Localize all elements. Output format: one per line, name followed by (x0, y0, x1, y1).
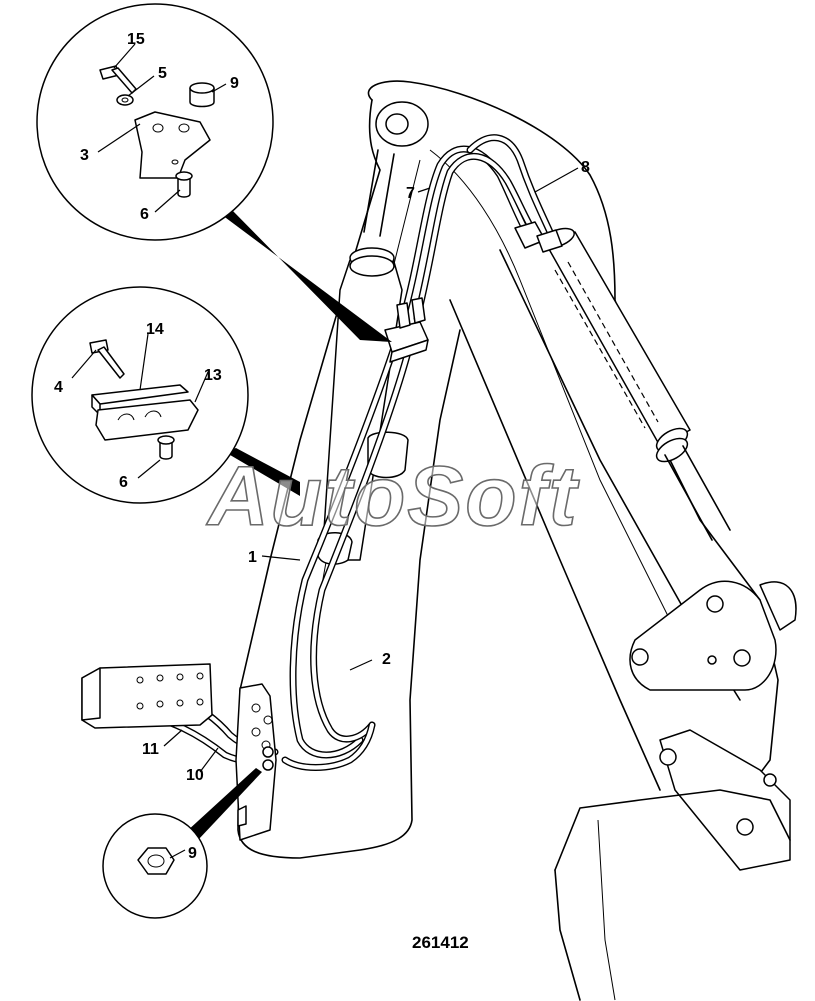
callout-14: 14 (146, 321, 164, 338)
callout-6-middle: 6 (119, 474, 128, 491)
callout-15: 15 (127, 31, 145, 48)
callout-9-bottom: 9 (188, 845, 197, 862)
callout-labels: 1 2 3 4 5 6 6 7 8 9 9 10 11 13 14 15 (54, 31, 590, 862)
callout-7: 7 (406, 185, 415, 202)
callout-8: 8 (581, 159, 590, 176)
callout-4: 4 (54, 379, 63, 396)
callout-6-top: 6 (140, 206, 149, 223)
callout-13: 13 (204, 367, 222, 384)
hose-clamp-upper (384, 297, 429, 363)
control-valve-block (81, 663, 213, 729)
dipper-ram-cylinder (541, 227, 731, 541)
detail-circle-bracket (36, 3, 392, 342)
callout-2: 2 (382, 651, 391, 668)
callout-10: 10 (186, 767, 204, 784)
callout-9-top: 9 (230, 75, 239, 92)
detail-circle-nut (102, 768, 262, 919)
hose-mounting-plate (235, 683, 277, 841)
boom-structure (237, 80, 797, 1001)
callout-3: 3 (80, 147, 89, 164)
detail-circle-clamp (31, 286, 300, 504)
callout-11: 11 (142, 741, 159, 758)
watermark: AutoSoft (206, 449, 580, 543)
callout-5: 5 (158, 65, 167, 82)
leader-lines (71, 43, 579, 859)
figure-number: 261412 (412, 933, 469, 952)
callout-1: 1 (248, 549, 257, 566)
